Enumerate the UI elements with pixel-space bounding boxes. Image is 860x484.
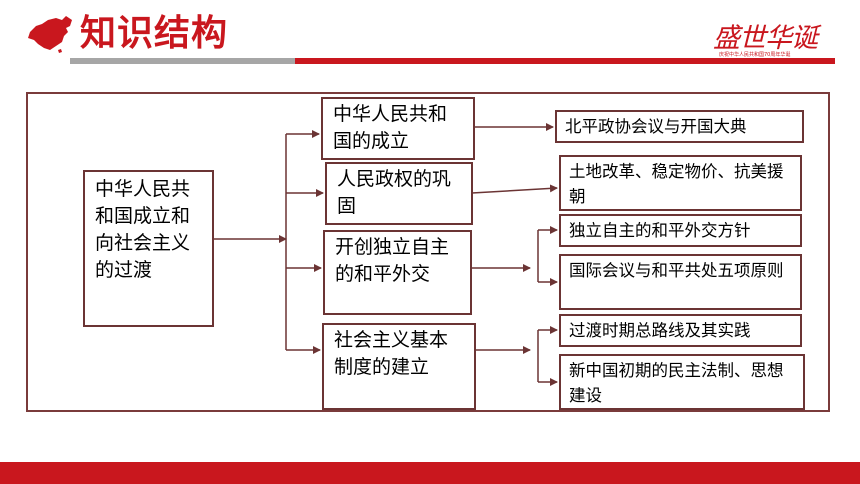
branch-node-2: 人民政权的巩固 [325,162,473,225]
detail-node-3-2: 国际会议与和平共处五项原则 [559,254,802,310]
branch-node-1: 中华人民共和国的成立 [321,97,475,160]
title-underline-red [295,58,835,64]
anniversary-logo: 盛世华诞 庆祝中华人民共和国70周年华诞 [713,16,833,64]
detail-node-1-1: 北平政协会议与开国大典 [555,110,804,143]
detail-node-2-1: 土地改革、稳定物价、抗美援朝 [559,155,802,211]
detail-node-4-2: 新中国初期的民主法制、思想建设 [559,354,805,410]
logo-sub-text: 庆祝中华人民共和国70周年华诞 [719,52,791,58]
branch-node-4: 社会主义基本制度的建立 [322,323,476,410]
china-map-icon [28,16,72,53]
diagram-frame [26,92,830,412]
page-title: 知识结构 [80,12,229,54]
footer-bar [0,462,860,484]
root-node: 中华人民共和国成立和向社会主义的过渡 [83,170,214,327]
detail-node-3-1: 独立自主的和平外交方针 [559,214,802,247]
logo-main-text: 盛世华诞 [713,23,818,54]
detail-node-4-1: 过渡时期总路线及其实践 [559,314,802,347]
branch-node-3: 开创独立自主的和平外交 [323,230,472,315]
title-underline-gray [70,58,295,64]
